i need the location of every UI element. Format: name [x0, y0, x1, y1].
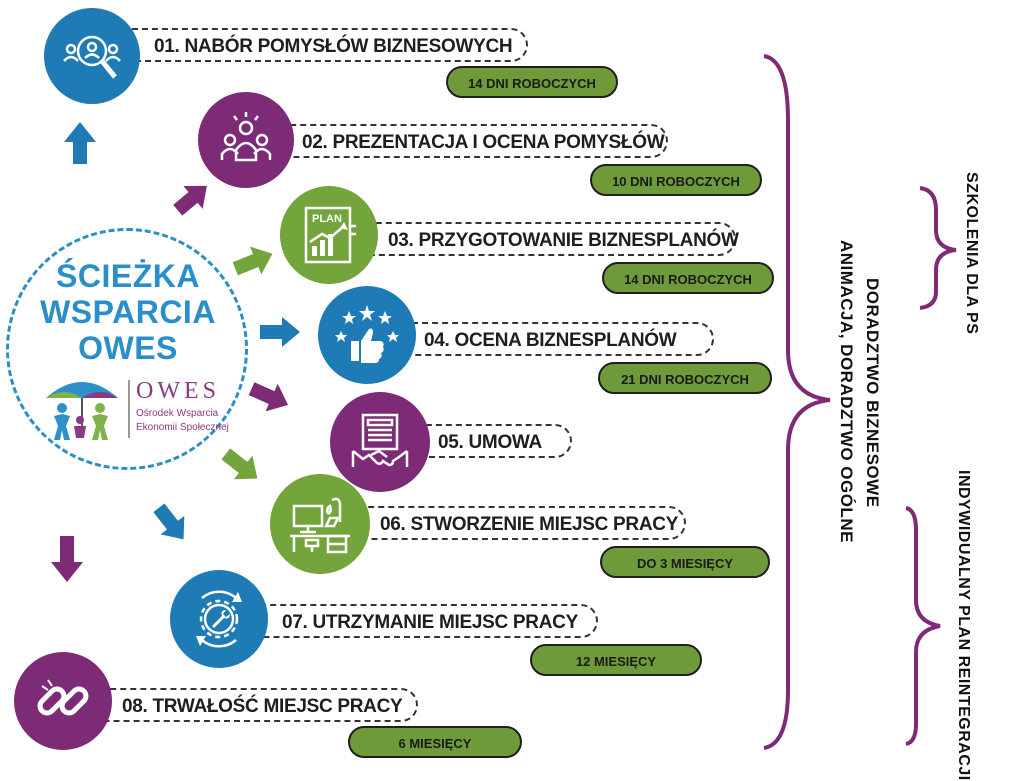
- logo-divider: [128, 380, 130, 438]
- step-2-circle: [198, 92, 294, 188]
- step-3-duration: 14 DNI ROBOCZYCH: [602, 262, 774, 294]
- step-4-label: 04. OCENA BIZNESPLANÓW: [362, 322, 714, 356]
- center-circle: [6, 228, 248, 470]
- thumbs-up-stars-icon: [335, 305, 399, 363]
- logo-subtitle-2: Ekonomii Społecznej: [136, 422, 229, 433]
- arrow-to-step-2: [173, 185, 207, 216]
- step-4-duration: 21 DNI ROBOCZYCH: [598, 362, 772, 394]
- arrow-to-step-7: [153, 503, 185, 540]
- logo-subtitle-1: Ośrodek Wsparcia: [136, 408, 219, 419]
- step-6-duration: DO 3 MIESIĘCY: [600, 546, 770, 578]
- training-brace: [919, 186, 957, 310]
- step-6-label: 06. STWORZENIE MIEJSC PRACY: [318, 506, 686, 540]
- arrows-layer: [51, 122, 300, 582]
- business-plan-icon: PLAN: [304, 206, 356, 264]
- step-1-label: 01. NABÓR POMYSŁÓW BIZNESOWYCH: [92, 28, 528, 62]
- step-8-circle: [14, 652, 112, 750]
- people-search-icon: [63, 35, 121, 79]
- center-title-line-1: ŚCIEŻKA: [56, 258, 200, 294]
- step-4-circle: [318, 286, 416, 384]
- arrow-to-step-3: [232, 246, 273, 276]
- svg-text:PLAN: PLAN: [312, 213, 342, 225]
- advisory-text-2: ANIMACJA, DORADZTWO OGÓLNE: [837, 240, 856, 543]
- chain-link-icon: [37, 679, 89, 716]
- arrow-to-step-6: [221, 448, 258, 480]
- step-3-circle: PLAN: [280, 186, 378, 284]
- center-title: ŚCIEŻKA WSPARCIA OWES: [30, 258, 226, 366]
- step-7-circle: [170, 570, 268, 668]
- advisory-text-1: DORADZTWO BIZNESOWE: [863, 278, 882, 508]
- logo-name: OWES: [136, 378, 220, 404]
- arrow-to-step-4: [260, 317, 300, 347]
- step-1-circle: [44, 8, 140, 104]
- arrow-to-step-1: [64, 122, 96, 164]
- large-brace: [763, 54, 831, 750]
- contract-handshake-icon: [351, 413, 409, 467]
- center-title-line-3: OWES: [78, 330, 178, 366]
- step-3-label: 03. PRZYGOTOWANIE BIZNESPLANÓW: [326, 222, 739, 256]
- step-2-label: 02. PREZENTACJA I OCENA POMYSŁÓW: [240, 124, 668, 158]
- presentation-group-icon: [220, 112, 272, 162]
- umbrella-family-icon: [46, 382, 118, 440]
- reintegration-brace: [905, 506, 941, 746]
- step-7-label: 07. UTRZYMANIE MIEJSC PRACY: [220, 604, 598, 638]
- step-7-duration: 12 MIESIĘCY: [530, 644, 702, 676]
- step-5-circle: [330, 392, 430, 492]
- step-8-duration: 6 MIESIĘCY: [348, 726, 522, 758]
- center-title-line-2: WSPARCIA: [40, 294, 216, 330]
- reintegration-text: INDYWIDUALNY PLAN REINTEGRACJI: [955, 470, 972, 781]
- step-8-label: 08. TRWAŁOŚĆ MIEJSC PRACY: [60, 688, 418, 722]
- step-1-duration: 14 DNI ROBOCZYCH: [446, 66, 618, 98]
- gear-wrench-icon: [196, 590, 242, 648]
- owes-logo: OWES Ośrodek Wsparcia Ekonomii Społeczne…: [40, 372, 230, 444]
- workplace-desk-icon: [290, 497, 350, 554]
- training-text: SZKOLENIA DLA PS: [963, 172, 980, 335]
- arrow-to-step-8: [51, 536, 83, 582]
- step-6-circle: [270, 474, 370, 574]
- step-2-duration: 10 DNI ROBOCZYCH: [590, 164, 762, 196]
- arrow-to-step-5: [248, 382, 289, 412]
- braces-layer: [763, 54, 957, 750]
